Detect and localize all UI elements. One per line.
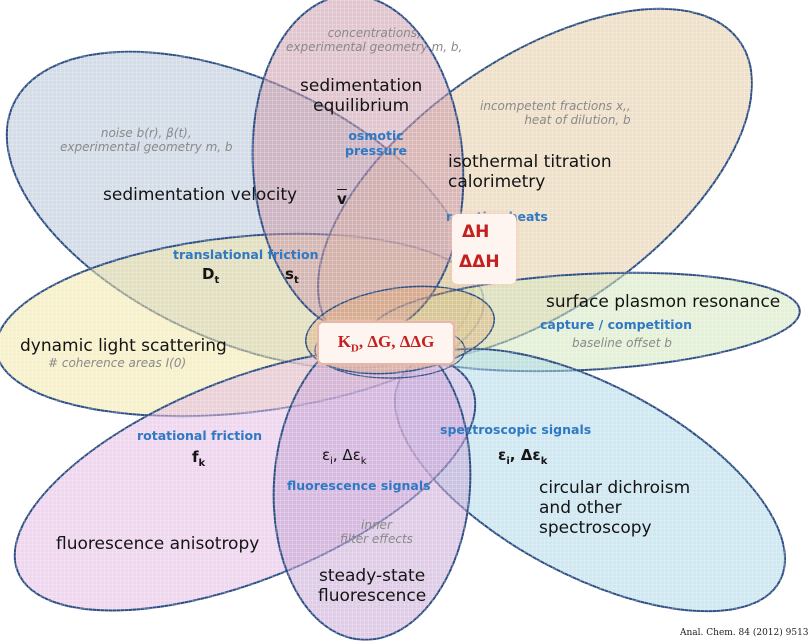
label-sv-param-line2: experimental geometry m, b [60, 140, 233, 154]
label-se-param-line2: experimental geometry m, b, [286, 40, 463, 54]
label-se-line1: sedimentation [300, 76, 423, 96]
label-sv-parameters: noise b(r), β(t), experimental geometry … [60, 126, 233, 154]
label-cd-line2: and other [539, 498, 622, 518]
label-translational-friction: translational friction [173, 247, 319, 262]
label-cd-line3: spectroscopy [539, 518, 652, 538]
symbol-vbar: v [337, 190, 347, 208]
symbol-epsilon-middle: εi, Δεk [322, 446, 367, 467]
label-ssf-line1: steady-state [319, 566, 426, 586]
citation: Anal. Chem. 84 (2012) 9513 [680, 628, 809, 638]
symbol-eps-mid-main: ε [322, 446, 331, 464]
label-isothermal-titration: isothermal titration calorimetry [448, 152, 612, 192]
central-parameter-box: KD, ΔG, ΔΔG [317, 321, 455, 365]
label-itc-parameters: incompetent fractions x,, heat of diluti… [480, 99, 631, 127]
label-itc-param-line2: heat of dilution, b [524, 113, 631, 127]
symbol-eps-mid-sub2: k [360, 456, 367, 467]
label-steady-state-fluorescence: steady-state fluorescence [318, 566, 426, 606]
label-cd-line1: circular dichroism [539, 478, 691, 498]
label-ssf-param-line2: filter effects [340, 532, 413, 546]
label-surface-plasmon-resonance: surface plasmon resonance [546, 292, 781, 312]
label-fluorescence-signals: fluorescence signals [287, 478, 431, 493]
symbol-eps-mid-sub: i [330, 456, 333, 467]
label-dynamic-light-scattering: dynamic light scattering [20, 336, 227, 356]
label-osmotic-pressure: osmotic pressure [345, 128, 407, 158]
label-delta-h: ΔH [462, 222, 490, 242]
reaction-heats-box [452, 214, 516, 284]
symbol-dt-main: D [202, 265, 215, 283]
label-kd-dg-ddg: KD, ΔG, ΔΔG [338, 332, 435, 354]
label-itc-param-line1: incompetent fractions x,, [480, 99, 631, 113]
label-capture-competition: capture / competition [540, 317, 693, 332]
symbol-eps-right-sub2: k [540, 456, 548, 467]
symbol-eps-right-main: ε [498, 446, 507, 464]
label-circular-dichroism: circular dichroism and other spectroscop… [539, 478, 690, 538]
label-itc-line1: isothermal titration [448, 152, 612, 172]
label-fluorescence-anisotropy: fluorescence anisotropy [56, 534, 260, 554]
label-ssf-line2: fluorescence [318, 586, 427, 606]
label-osmotic: osmotic [348, 128, 404, 143]
symbol-eps-right-sub: i [506, 456, 510, 467]
symbol-eps-mid-delta: , Δε [332, 446, 361, 464]
symbol-st-main: s [285, 265, 294, 283]
label-ssf-parameters: inner filter effects [340, 518, 413, 546]
label-sv-param-line1: noise b(r), β(t), [100, 126, 192, 140]
label-se-line2: equilibrium [313, 96, 410, 116]
symbol-st: st [285, 265, 299, 286]
label-pressure: pressure [345, 143, 408, 158]
symbol-epsilon-right: εi, Δεk [498, 446, 547, 467]
label-rotational-friction: rotational friction [137, 428, 263, 443]
symbol-dt-sub: t [214, 275, 220, 286]
label-itc-line2: calorimetry [448, 172, 546, 192]
label-delta-delta-h: ΔΔH [459, 252, 500, 272]
symbol-dt: Dt [202, 265, 219, 286]
label-ssf-param-line1: inner [361, 518, 392, 532]
label-kd-sub: D [350, 342, 359, 355]
label-se-parameters: concentrations, experimental geometry m,… [286, 26, 462, 54]
symbol-eps-right-delta: , Δε [509, 446, 541, 464]
label-kd-rest: , ΔG, ΔΔG [358, 331, 435, 351]
label-dls-parameters: # coherence areas I(0) [48, 356, 187, 370]
label-kd-main: K [337, 331, 351, 351]
label-sedimentation-velocity: sedimentation velocity [103, 185, 298, 205]
symbol-fk-sub: k [198, 458, 206, 469]
label-se-param-line1: concentrations, [327, 26, 421, 40]
symbol-fk: fk [192, 448, 205, 469]
label-sedimentation-equilibrium: sedimentation equilibrium [300, 76, 422, 116]
symbol-fk-main: f [192, 448, 199, 466]
label-spectroscopic-signals: spectroscopic signals [440, 422, 592, 437]
symbol-st-sub: t [293, 275, 299, 286]
label-spr-parameters: baseline offset b [572, 336, 672, 350]
